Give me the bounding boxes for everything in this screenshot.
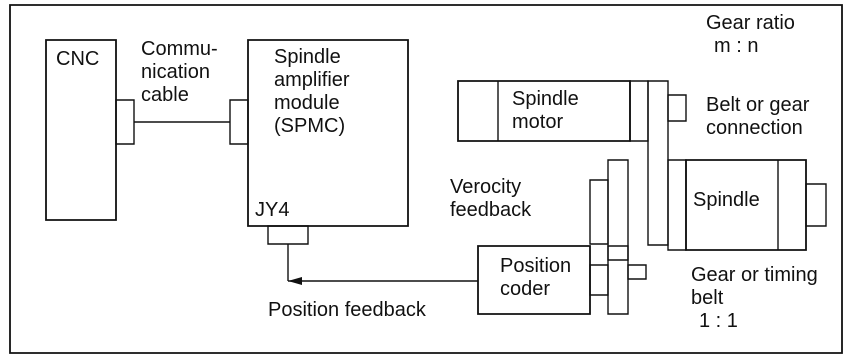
- spmc-connector: [230, 100, 248, 144]
- position-feedback-arrowhead: [288, 277, 302, 285]
- gear-ratio-line-1: Gear ratio: [706, 12, 795, 34]
- communication-cable-line-2: nication: [141, 61, 210, 83]
- gear-timing-line-2: belt: [691, 287, 724, 309]
- position-coder-line-1: Position: [500, 255, 572, 277]
- belt-or-gear-line-2: connection: [706, 117, 803, 139]
- communication-cable-line-1: Commu-: [141, 38, 218, 60]
- spindle-shaft-left: [608, 160, 628, 260]
- spmc-line-2: amplifier: [274, 69, 350, 91]
- velocity-feedback-line-2: feedback: [450, 199, 532, 221]
- velocity-feedback-line-1: Verocity: [450, 176, 522, 198]
- communication-cable-line-3: cable: [141, 84, 189, 106]
- spmc-label: Spindle amplifier module (SPMC): [274, 46, 350, 138]
- spindle-label-text: Spindle: [693, 189, 760, 211]
- jy4-connector: [268, 226, 308, 244]
- spindle-label: Spindle: [693, 189, 760, 212]
- communication-cable-label: Commu- nication cable: [141, 38, 218, 107]
- spindle-pulley: [668, 160, 686, 250]
- spindle-nose: [806, 184, 826, 226]
- spmc-block: [248, 40, 408, 226]
- velocity-feedback-label: Verocity feedback: [450, 176, 531, 222]
- gear-ratio-line-2: m : n: [714, 35, 759, 57]
- spmc-line-3: module: [274, 92, 340, 114]
- jy4-label: JY4: [255, 199, 289, 222]
- gear-or-timing-belt-label: Gear or timing belt 1 : 1: [691, 264, 818, 333]
- coder-gear-stub: [628, 265, 646, 279]
- belt-connection-stub: [668, 95, 686, 121]
- position-feedback-text: Position feedback: [268, 299, 426, 321]
- belt-or-gear-line-1: Belt or gear: [706, 94, 810, 116]
- position-coder-line-2: coder: [500, 278, 551, 300]
- position-coder-connector: [590, 265, 608, 295]
- cnc-connector: [116, 100, 134, 144]
- gear-timing-line-3: 1 : 1: [699, 310, 738, 332]
- outer-frame: [10, 5, 842, 353]
- cnc-label: CNC: [56, 48, 99, 71]
- spindle-motor-line-2: motor: [512, 111, 564, 133]
- spmc-line-1: Spindle: [274, 46, 341, 68]
- position-coder-label: Position coder: [500, 255, 571, 301]
- spindle-motor-line-1: Spindle: [512, 88, 579, 110]
- spmc-line-4: (SPMC): [274, 115, 346, 137]
- belt-or-gear-label: Belt or gear connection: [706, 94, 809, 140]
- coder-gear-shaft: [608, 246, 628, 314]
- belt-connection-shaft: [648, 81, 668, 245]
- jy4-label-text: JY4: [255, 199, 290, 221]
- spindle-motor-label: Spindle motor: [512, 88, 579, 134]
- cnc-label-text: CNC: [56, 48, 100, 70]
- gear-timing-line-1: Gear or timing: [691, 264, 818, 286]
- gear-ratio-label: Gear ratio m : n: [706, 12, 795, 58]
- motor-pulley: [630, 81, 648, 141]
- velocity-feedback-ring: [590, 180, 608, 244]
- position-feedback-label: Position feedback: [268, 299, 426, 322]
